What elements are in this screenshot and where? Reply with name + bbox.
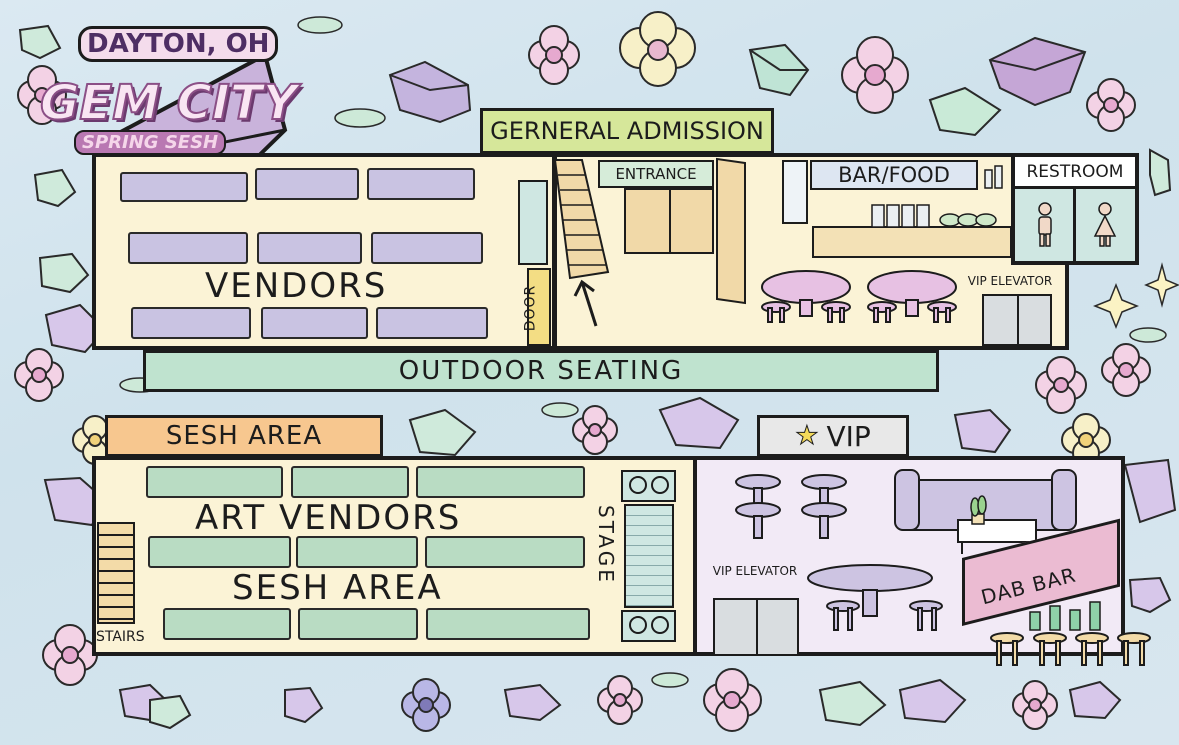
art-booth [416, 466, 585, 498]
vendor-booth [255, 168, 359, 200]
gem-icon [988, 36, 1087, 107]
vendor-booth [371, 232, 483, 264]
art-booth [148, 536, 291, 568]
vip-elevator-top-label: VIP ELEVATOR [967, 274, 1053, 288]
vip-elevator-top [982, 294, 1052, 346]
outdoor-seating: OUTDOOR SEATING [143, 350, 939, 392]
stage-speaker [621, 610, 676, 642]
flower-icon [401, 678, 451, 732]
vip-tab: ★ VIP [757, 415, 909, 457]
bottle-icon [1029, 601, 1101, 631]
vendor-booth [128, 232, 248, 264]
art-booth [298, 608, 418, 640]
vendor-booth [376, 307, 488, 339]
vendors-label: VENDORS [205, 266, 388, 306]
entrance-doors [624, 188, 714, 254]
art-vendors-label: ART VENDORS [195, 498, 462, 538]
vendor-booth [131, 307, 251, 339]
man-icon [1038, 202, 1052, 247]
restroom-label: RESTROOM [1015, 157, 1135, 189]
art-booth [296, 536, 418, 568]
vendor-booth [257, 232, 362, 264]
vip-elevator-bottom-label: VIP ELEVATOR [712, 564, 798, 578]
art-booth [425, 536, 585, 568]
gem-icon [43, 303, 1177, 724]
sesh-area-label: SESH AREA [232, 568, 443, 608]
vendor-booth [120, 172, 248, 202]
stage-speaker [621, 470, 676, 502]
vip-elevator-bottom [713, 598, 799, 656]
bar-shelf [782, 160, 808, 224]
entrance-label: ENTRANCE [598, 160, 714, 188]
door: DOOR [522, 268, 551, 346]
vip-label: VIP [826, 419, 871, 453]
stairs-label: STAIRS [96, 629, 145, 645]
art-booth [291, 466, 409, 498]
art-booth [146, 466, 283, 498]
logo-city-text: DAYTON, OH [78, 26, 279, 62]
woman-icon [1093, 202, 1117, 247]
stage-label: STAGE [594, 505, 618, 585]
sesh-area-tab: SESH AREA [105, 415, 383, 457]
gem-icon [748, 43, 810, 97]
door-panel [518, 180, 548, 265]
vendor-booth [261, 307, 368, 339]
gem-icon [928, 86, 1002, 137]
stairs [97, 522, 135, 624]
stage-mixer [624, 504, 674, 608]
restroom-divider [1073, 189, 1076, 261]
gem-icon [388, 60, 472, 124]
star-icon: ★ [795, 421, 819, 452]
art-booth [426, 608, 590, 640]
gem-icon [18, 24, 1172, 730]
flower-icon [14, 25, 1151, 732]
bar-food-label: BAR/FOOD [810, 160, 978, 190]
logo-name: GEM CITY [39, 74, 298, 132]
logo-city: DAYTON, OH [72, 18, 279, 68]
vendor-booth [367, 168, 475, 200]
art-booth [163, 608, 291, 640]
plant-icon [970, 495, 987, 525]
general-admission-label: GERNERAL ADMISSION [480, 108, 774, 154]
sparkle-icon [1092, 262, 1179, 330]
bar-stool-icon [990, 632, 1151, 666]
